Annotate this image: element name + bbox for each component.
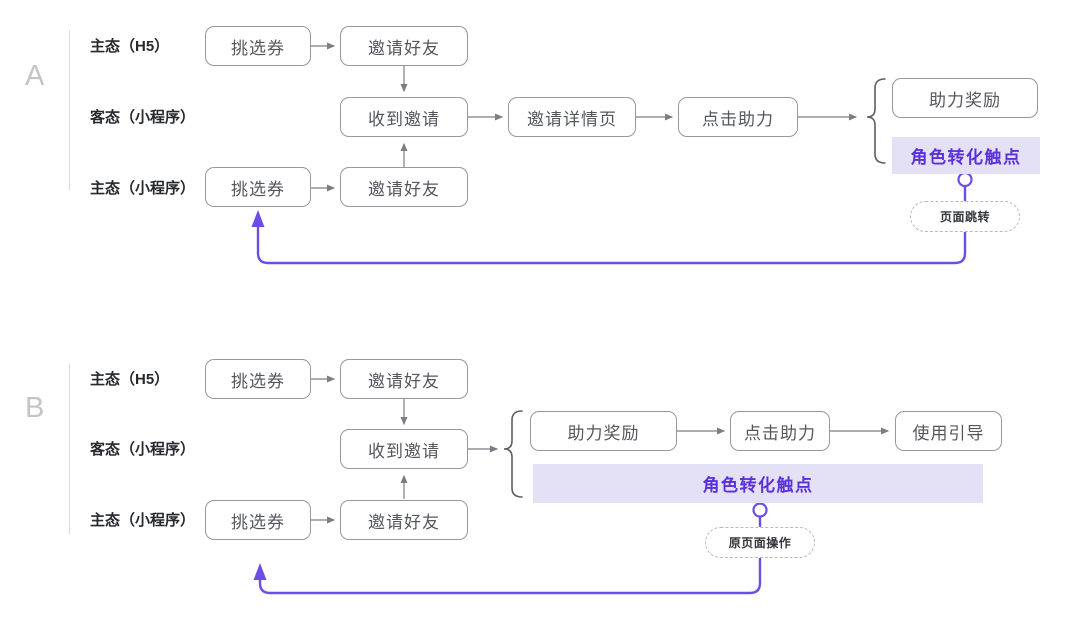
flow-box-a-invite-friends-miniapp: 邀请好友 [340,167,468,207]
flow-box-b-invite-friends-h5: 邀请好友 [340,359,468,399]
brace-a [866,78,886,164]
highlight-a-role-conversion-touchpoint: 角色转化触点 [892,137,1040,174]
callout-a-page-jump: 页面跳转 [910,201,1020,232]
flow-box-b-pick-coupon-h5: 挑选券 [205,359,311,399]
anchor-dot-b [752,502,768,518]
row-label-a-guest-miniapp: 客态（小程序） [90,109,196,126]
return-arrowhead-a [251,210,265,227]
flow-box-b-invite-friends-miniapp: 邀请好友 [340,500,468,540]
return-line-b [258,556,762,595]
return-arrowhead-b [253,563,267,580]
flow-box-a-pick-coupon-h5: 挑选券 [205,26,311,66]
row-label-b-guest-miniapp: 客态（小程序） [90,441,196,458]
row-label-a-host-miniapp: 主态（小程序） [90,180,196,197]
flow-box-a-invite-friends-h5: 邀请好友 [340,26,468,66]
section-a-divider [69,30,70,190]
flow-box-a-pick-coupon-miniapp: 挑选券 [205,167,311,207]
flow-box-a-receive-invite: 收到邀请 [340,97,468,137]
flow-box-a-invite-detail-page: 邀请详情页 [508,97,636,137]
flow-box-b-receive-invite: 收到邀请 [340,429,468,469]
section-a-letter: A [25,60,46,92]
return-path-b [258,515,762,595]
section-b-letter: B [25,392,46,424]
flow-box-b-boost-reward: 助力奖励 [530,411,677,451]
flow-box-b-usage-guide: 使用引导 [895,411,1002,451]
flow-box-a-click-boost: 点击助力 [678,97,798,137]
flow-box-b-click-boost: 点击助力 [730,411,830,451]
brace-b [503,410,523,498]
anchor-dot-a [957,171,973,188]
flow-box-a-boost-reward: 助力奖励 [892,78,1038,118]
return-path-a [256,185,967,265]
flow-box-b-pick-coupon-miniapp: 挑选券 [205,500,311,540]
row-label-b-host-miniapp: 主态（小程序） [90,512,196,529]
row-label-b-host-h5: 主态（H5） [90,371,170,388]
return-line-a [256,225,967,265]
row-label-a-host-h5: 主态（H5） [90,38,170,55]
callout-b-original-page-action: 原页面操作 [705,527,815,558]
section-b-divider [69,364,70,534]
highlight-b-role-conversion-touchpoint: 角色转化触点 [533,464,983,503]
